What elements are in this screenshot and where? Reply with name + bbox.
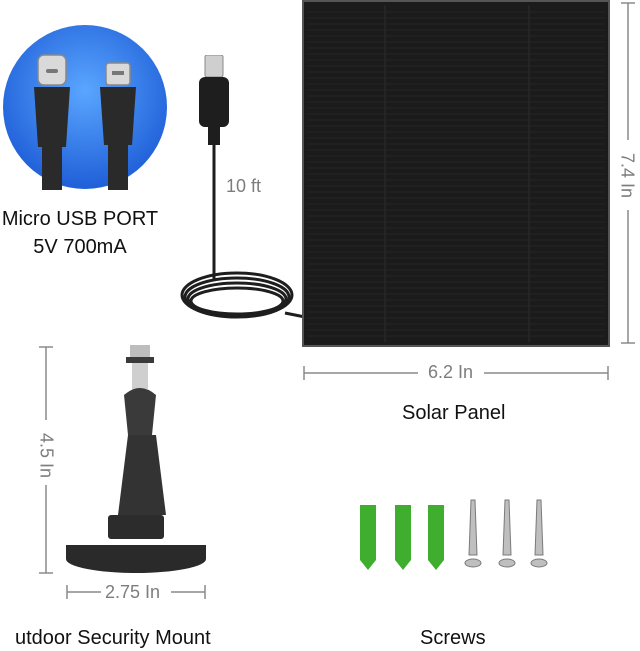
cable-length-label: 10 ft [226,176,262,196]
mount-width-dimension [66,584,206,600]
panel-height-label: 7.4 In [617,152,638,199]
usb-port-label: Micro USB PORT [1,208,159,230]
cable-illustration [180,55,306,319]
solar-panel [302,0,610,347]
screw [464,499,548,568]
mount-height-label: 4.5 In [36,432,57,479]
usb-background-circle [3,25,167,189]
security-mount [66,345,206,573]
plastic-anchor [360,505,444,570]
mount-width-label: 2.75 In [105,582,161,602]
screws-label: Screws [420,627,486,649]
usb-connector-illustration [3,25,167,190]
usb-power-label: 5V 700mA [33,236,127,258]
panel-width-dimension [303,365,609,381]
mount-label: utdoor Security Mount [15,627,211,649]
panel-height-dimension [618,2,638,344]
mount-height-dimension [38,346,54,574]
screws-and-anchors [360,499,548,570]
solar-panel-label: Solar Panel [402,402,506,424]
panel-width-label: 6.2 In [428,362,474,382]
